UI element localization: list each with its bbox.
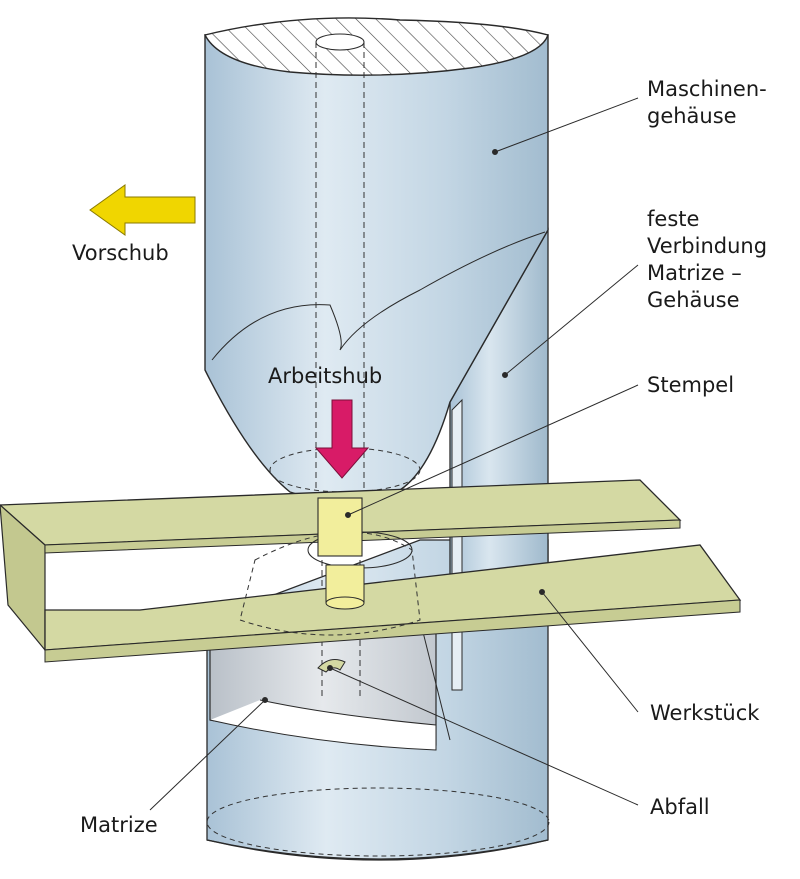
leader-lines xyxy=(149,97,639,811)
upper-housing xyxy=(203,17,549,502)
punch xyxy=(317,497,365,610)
label-feste-verbindung: feste Verbindung Matrize – Gehäuse xyxy=(647,206,767,314)
label-feste-verbindung-line4: Gehäuse xyxy=(647,288,740,312)
label-maschinengehaeuse: Maschinen- gehäuse xyxy=(647,76,767,130)
label-maschinengehaeuse-line2: gehäuse xyxy=(647,104,737,128)
label-maschinengehaeuse-line1: Maschinen- xyxy=(647,77,767,101)
label-vorschub: Vorschub xyxy=(72,241,169,265)
label-abfall: Abfall xyxy=(650,795,710,819)
feed-arrow xyxy=(89,184,196,236)
label-arbeitshub: Arbeitshub xyxy=(268,364,383,388)
label-matrize: Matrize xyxy=(80,813,158,837)
label-werkstueck: Werkstück xyxy=(650,701,760,725)
stroke-arrow xyxy=(314,399,370,479)
label-stempel: Stempel xyxy=(647,373,735,397)
label-feste-verbindung-line3: Matrize – xyxy=(647,261,742,285)
label-feste-verbindung-line2: Verbindung xyxy=(647,234,768,258)
label-feste-verbindung-line1: feste xyxy=(647,207,700,231)
